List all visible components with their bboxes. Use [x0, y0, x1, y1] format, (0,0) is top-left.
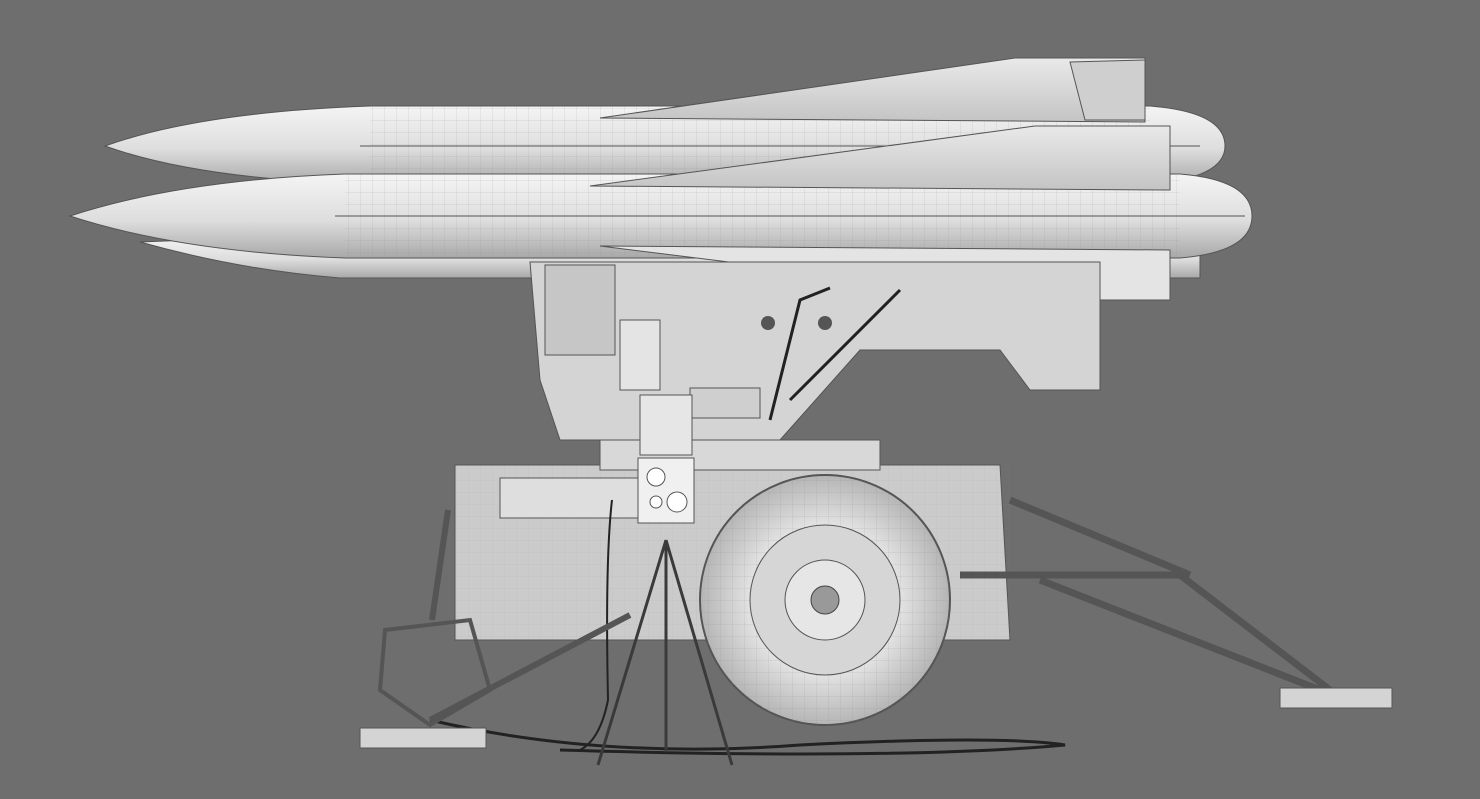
ground-cable	[429, 718, 1066, 756]
outrigger-right	[960, 496, 1333, 694]
tripod	[579, 499, 734, 766]
control-box	[637, 394, 695, 524]
wheel	[699, 474, 951, 726]
outrigger-left	[377, 509, 632, 728]
missile-front	[68, 125, 1253, 301]
foot-pad-left	[359, 727, 487, 749]
launcher-boom	[529, 261, 1101, 441]
foot-pad-right	[1279, 687, 1393, 709]
